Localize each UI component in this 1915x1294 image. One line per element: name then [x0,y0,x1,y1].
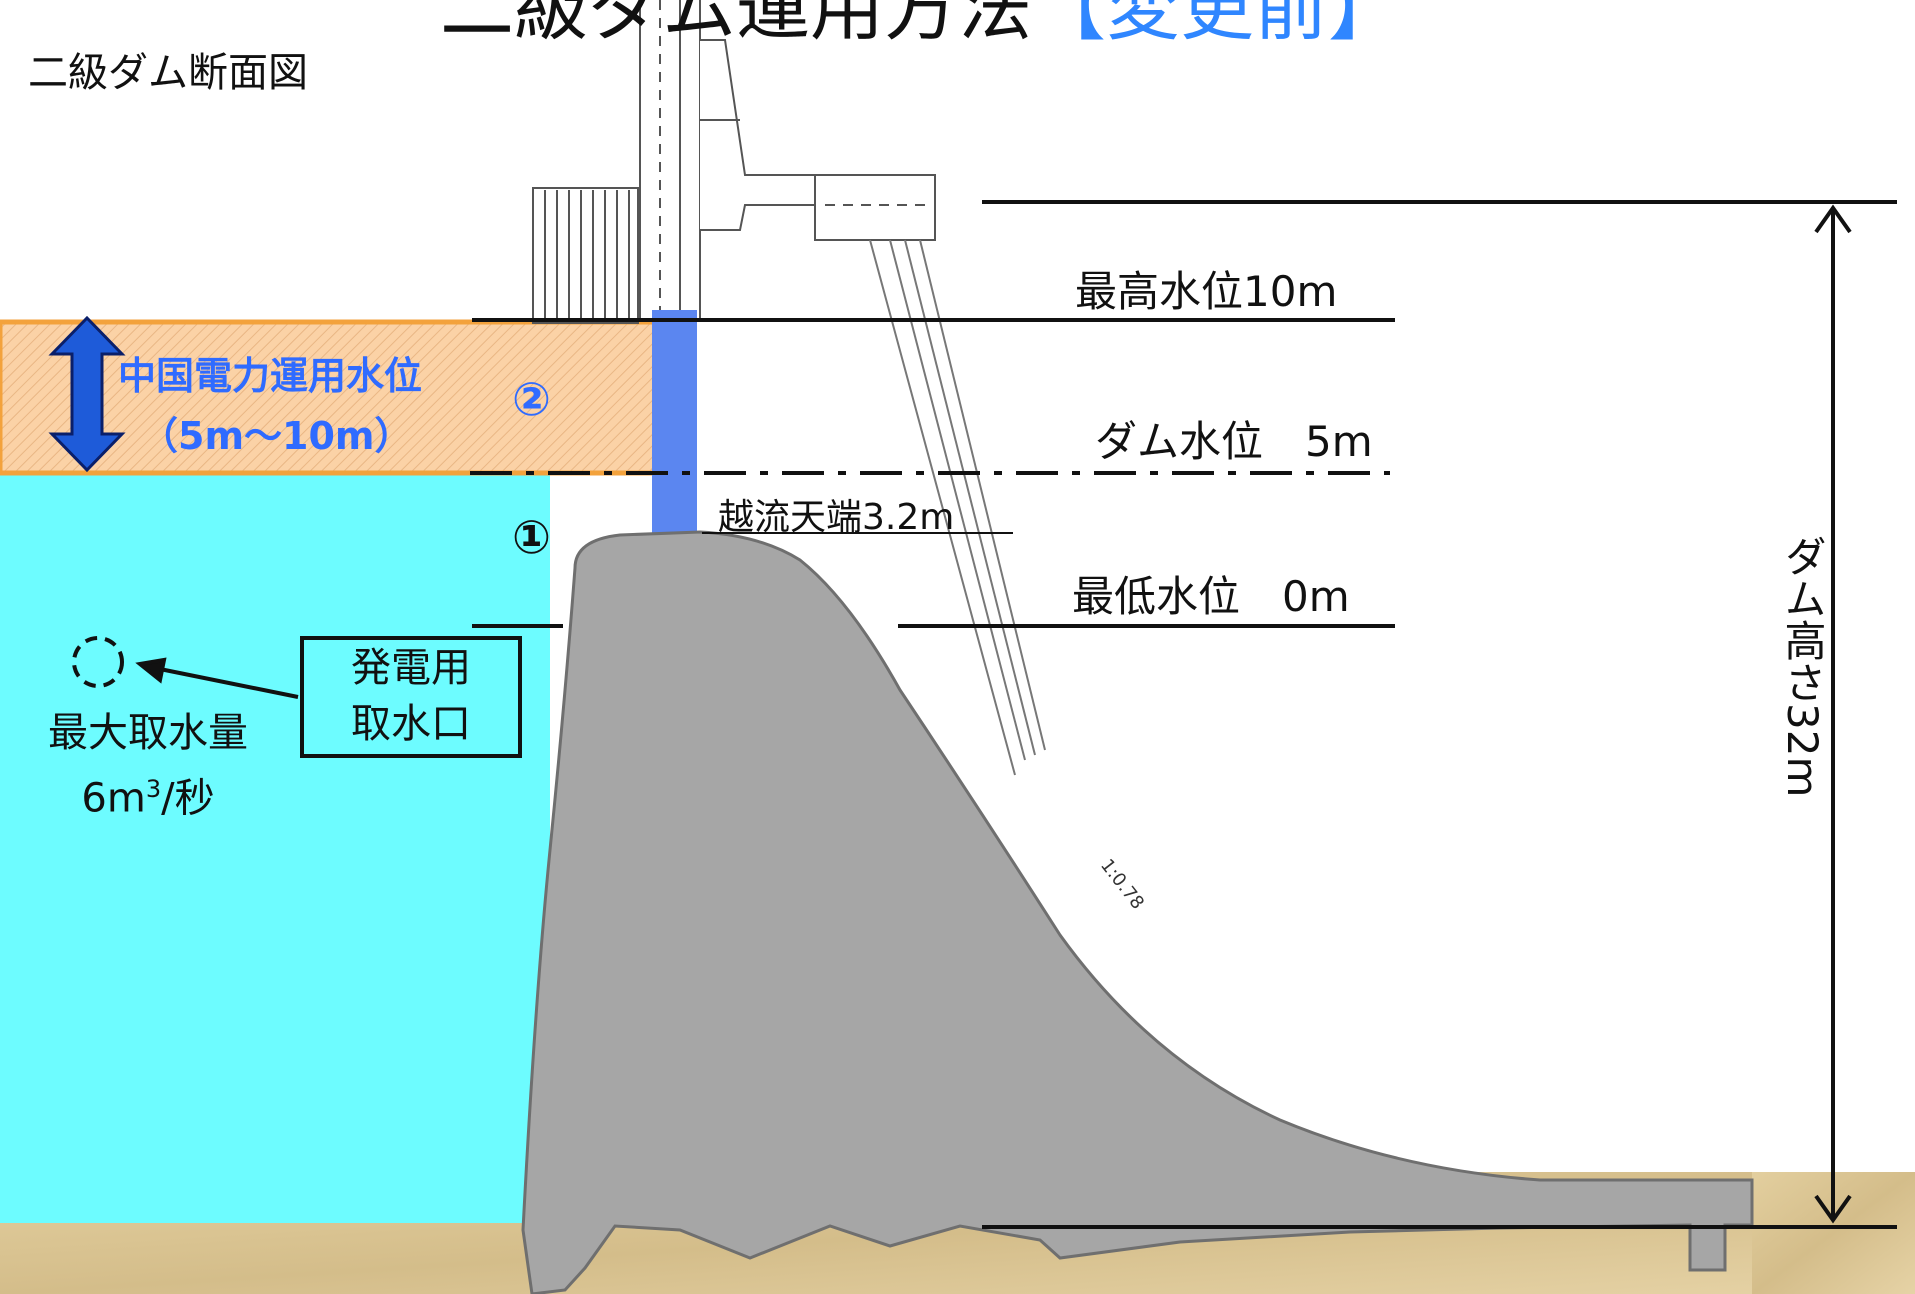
spillway-gate [652,310,697,535]
operating-band-arrow [48,315,126,473]
intake-tower [532,0,936,324]
slope-label: 1:0.78 [1096,855,1148,913]
intake-line2: 取水口 [351,701,471,747]
operating-band-range: （5m～10m） [140,414,413,458]
page-title: 二級ダム運用方法【変更前】 [440,0,1402,51]
max-intake-line1: 最大取水量 [48,710,248,756]
dam-body [521,530,1754,1294]
overflow-crest-label: 越流天端3.2m [718,497,955,538]
marker-two: ② [512,372,551,426]
intake-line1: 発電用 [351,645,471,691]
max-intake-label: 最大取水量 6m3/秒 [18,705,278,826]
marker-one: ① [512,510,551,564]
min-level-label: 最低水位 0m [1072,572,1350,621]
section-title: 二級ダム断面図 [28,50,308,96]
max-intake-line2: 6m3/秒 [81,775,215,822]
dam-height-label: ダム高さ32m [1778,535,1827,798]
max-intake-circle [72,636,124,688]
dam-height-arrow [1814,204,1852,1224]
operating-band-label: 中国電力運用水位 [118,354,423,398]
max-level-label: 最高水位10m [1075,267,1338,316]
max-intake-pointer [135,657,299,699]
dam-level-label: ダム水位 5m [1095,417,1373,466]
intake-box: 発電用 取水口 [300,636,522,758]
reservoir-water [0,473,550,1223]
spillway-chute [869,239,1046,776]
